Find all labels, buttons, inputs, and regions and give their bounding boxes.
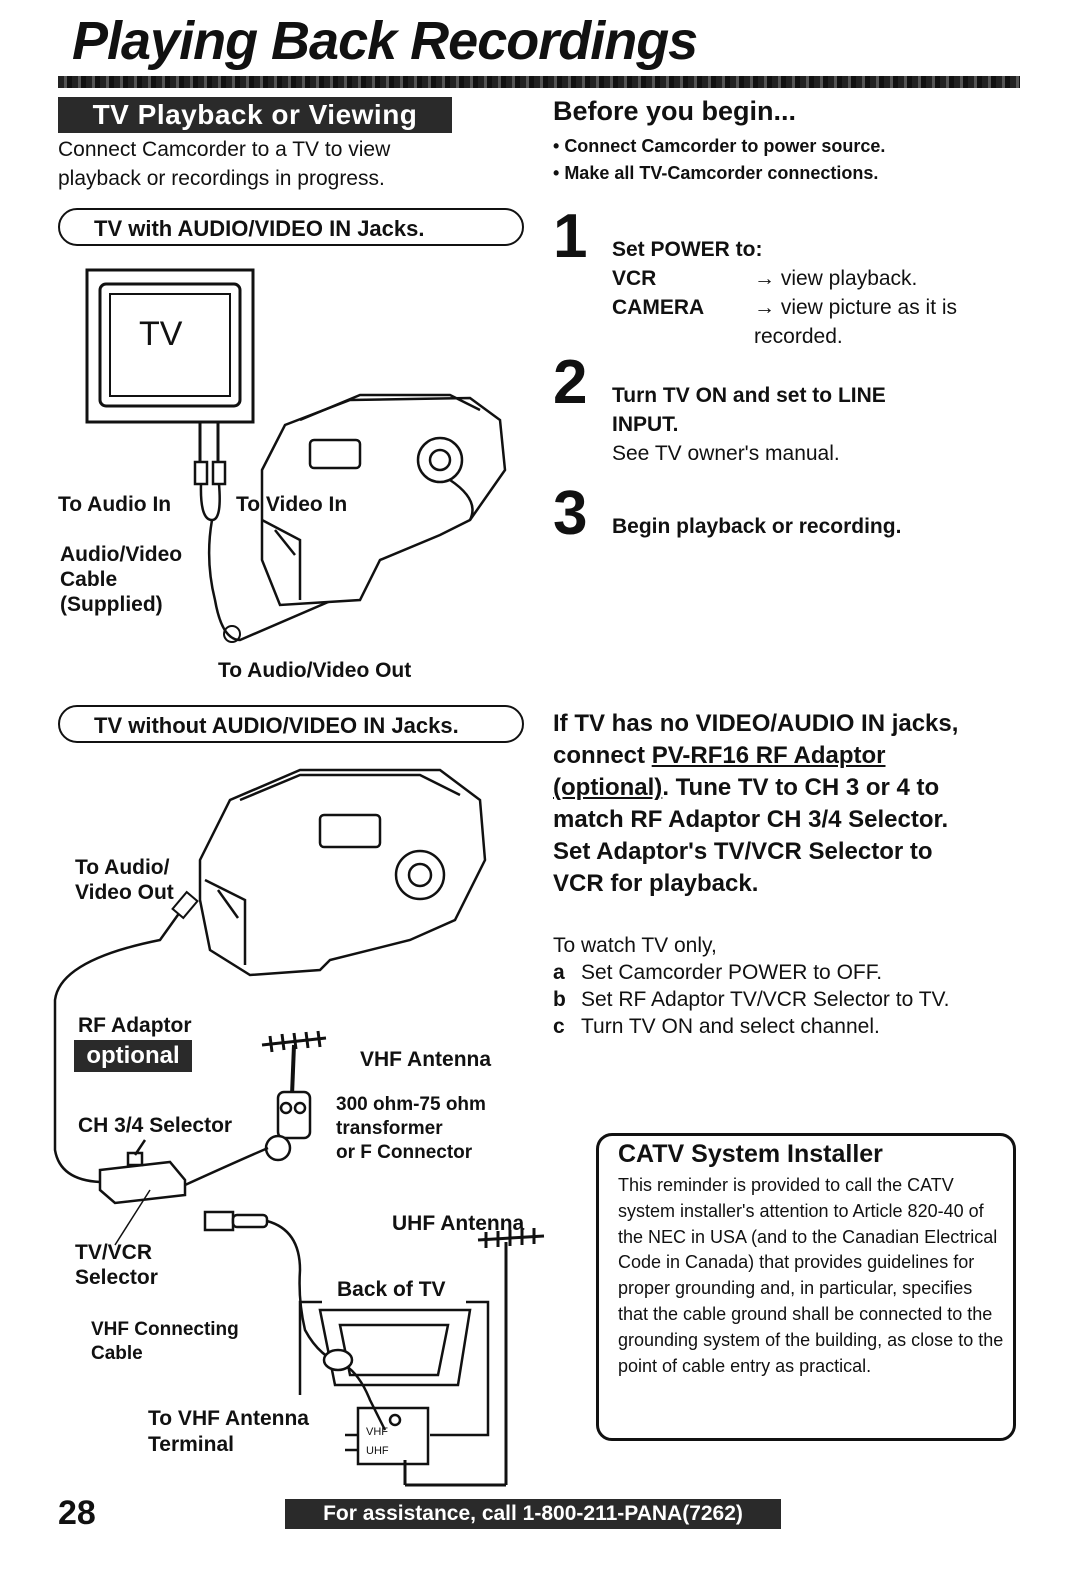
tv-illustration — [85, 268, 255, 470]
uhf-antenna-label: UHF Antenna — [392, 1212, 525, 1235]
vhf-terminal-label: VHF — [366, 1426, 388, 1438]
rf-adaptor-instructions: If TV has no VIDEO/AUDIO IN jacks, conne… — [553, 708, 1023, 900]
before-bullets: Connect Camcorder to power source. Make … — [553, 133, 885, 187]
rf-line-2: connect PV-RF16 RF Adaptor — [553, 740, 1023, 772]
step-2-head-1: Turn TV ON and set to LINE — [612, 384, 886, 407]
before-bullet: Make all TV-Camcorder connections. — [553, 160, 885, 187]
watch-item: c Turn TV ON and select channel. — [553, 1013, 1033, 1040]
watch-item-text: Set Camcorder POWER to OFF. — [581, 961, 883, 984]
title-rule — [58, 76, 1020, 88]
tvvcr-selector-label-2: Selector — [75, 1266, 158, 1289]
catv-body: This reminder is provided to call the CA… — [618, 1175, 1004, 1376]
catv-notice-box — [596, 1133, 1016, 1441]
av-cable-label-1: Audio/Video — [60, 543, 183, 566]
watch-item-letter: b — [553, 988, 566, 1011]
rf-line-5: Set Adaptor's TV/VCR Selector to — [553, 838, 933, 865]
vcr-key: VCR — [612, 267, 657, 290]
step-1-text: Set POWER to: VCR → view playback. CAMERA… — [612, 235, 957, 351]
to-vhf-terminal-label-1: To VHF Antenna — [148, 1407, 309, 1430]
back-of-tv-label: Back of TV — [335, 1277, 448, 1302]
rf-adaptor-link: PV-RF16 RF Adaptor — [651, 742, 886, 769]
video-out-label: Video Out — [75, 881, 174, 904]
step-1-head: Set POWER to: — [612, 238, 763, 261]
rf-line-2a: connect — [553, 742, 652, 769]
back-of-tv-illustration — [298, 1300, 490, 1466]
camera-value-cont: recorded. — [754, 325, 843, 348]
rf-line-6: VCR for playback. — [553, 870, 759, 897]
watch-intro: To watch TV only, — [553, 934, 717, 957]
av-cable — [207, 519, 357, 642]
camera-key: CAMERA — [612, 296, 705, 319]
optional-badge: optional — [74, 1040, 192, 1072]
vhf-cable-label-2: Cable — [91, 1343, 143, 1364]
tv-label: TV — [139, 315, 183, 353]
step-number: 3 — [553, 479, 588, 548]
transformer-label-2: transformer — [336, 1118, 443, 1139]
watch-item: a Set Camcorder POWER to OFF. — [553, 959, 1033, 986]
rf-adaptor-illustration — [98, 1139, 187, 1205]
rf-input-cable — [53, 904, 187, 1184]
vcr-value: → view playback. — [754, 267, 918, 290]
page-number: 28 — [58, 1494, 96, 1532]
to-vhf-terminal-label-2: Terminal — [148, 1433, 234, 1456]
rf-adaptor-label: RF Adaptor — [78, 1014, 192, 1037]
av-cable-label-2: Cable — [60, 568, 118, 591]
tv-without-av-heading: TV without AUDIO/VIDEO IN Jacks. — [58, 705, 524, 743]
section-badge: TV Playback or Viewing — [58, 97, 452, 133]
tv-with-av-heading: TV with AUDIO/VIDEO IN Jacks. — [58, 208, 524, 246]
av-plugs — [193, 460, 227, 522]
watch-item-letter: c — [553, 1015, 565, 1038]
transformer-label-1: 300 ohm-75 ohm — [336, 1094, 486, 1115]
rf-line-1: If TV has no VIDEO/AUDIO IN jacks, — [553, 710, 959, 737]
vhf-antenna-symbol — [261, 1030, 327, 1096]
vhf-cable-illustration — [203, 1210, 269, 1232]
rf-line-3b: . Tune TV to CH 3 or 4 to — [662, 774, 940, 801]
ch34-selector-label: CH 3/4 Selector — [78, 1114, 233, 1137]
page-title: Playing Back Recordings — [72, 11, 698, 71]
camera-value: → view picture as it is — [754, 296, 958, 319]
step-number: 1 — [553, 202, 588, 271]
to-audio-in-label: To Audio In — [58, 493, 172, 516]
step-2-head-2: INPUT. — [612, 413, 679, 436]
av-cable-label-3: (Supplied) — [60, 593, 163, 616]
assistance-banner: For assistance, call 1-800-211-PANA(7262… — [285, 1499, 781, 1529]
camcorder-illustration-2 — [198, 768, 487, 977]
rf-line-3: (optional). Tune TV to CH 3 or 4 to — [553, 772, 1023, 804]
transformer-label-3: or F Connector — [336, 1142, 473, 1163]
before-bullet: Connect Camcorder to power source. — [553, 133, 885, 160]
tvvcr-selector-label-1: TV/VCR — [75, 1241, 153, 1264]
step-number: 2 — [553, 348, 588, 417]
intro-text: Connect Camcorder to a TV to view playba… — [58, 138, 391, 190]
watch-item-text: Turn TV ON and select channel. — [581, 1015, 880, 1038]
watch-item-text: Set RF Adaptor TV/VCR Selector to TV. — [581, 988, 950, 1011]
step-2-note: See TV owner's manual. — [612, 442, 840, 465]
to-av-out-label: To Audio/Video Out — [218, 659, 412, 682]
catv-heading: CATV System Installer — [618, 1140, 883, 1168]
before-heading: Before you begin... — [553, 96, 797, 126]
step-2-text: Turn TV ON and set to LINE INPUT. See TV… — [612, 381, 886, 468]
uhf-antenna-symbol — [403, 1228, 545, 1487]
watch-item-letter: a — [553, 961, 565, 984]
vhf-antenna-label: VHF Antenna — [360, 1048, 492, 1071]
uhf-terminal-label: UHF — [366, 1445, 389, 1457]
camcorder-illustration-1 — [260, 393, 507, 607]
transformer-illustration — [264, 1090, 312, 1162]
watch-tv-only: To watch TV only, a Set Camcorder POWER t… — [553, 932, 1033, 1040]
vhf-cable-label-1: VHF Connecting — [91, 1319, 239, 1340]
rf-optional-link: (optional) — [553, 774, 663, 801]
watch-item: b Set RF Adaptor TV/VCR Selector to TV. — [553, 986, 1033, 1013]
rf-line-4: match RF Adaptor CH 3/4 Selector. — [553, 806, 949, 833]
step-3-head: Begin playback or recording. — [612, 515, 902, 538]
to-audio-label: To Audio/ — [75, 856, 170, 879]
to-video-in-label: To Video In — [236, 493, 348, 516]
